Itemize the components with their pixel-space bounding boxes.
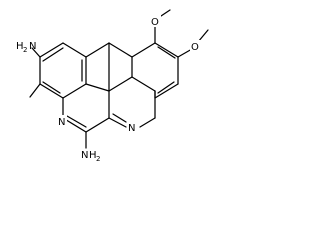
- svg-text:N: N: [58, 117, 65, 128]
- atom-nh2-left: H 2 N: [16, 41, 36, 54]
- bond-lines: [29, 9, 209, 149]
- svg-text:N: N: [29, 41, 36, 52]
- svg-text:O: O: [151, 17, 159, 28]
- svg-text:N: N: [128, 123, 135, 134]
- svg-text:2: 2: [23, 46, 27, 54]
- svg-text:N: N: [81, 150, 88, 161]
- atom-o-right: O: [190, 40, 201, 53]
- atom-nh2-bottom: N H 2: [81, 150, 100, 163]
- atom-n-left-ring: N: [56, 115, 67, 128]
- molecule-structure: H 2 N N N H 2 N O O: [16, 9, 209, 163]
- svg-text:O: O: [191, 42, 199, 53]
- svg-text:H: H: [16, 41, 24, 52]
- atom-o-upper: O: [150, 15, 161, 28]
- svg-text:2: 2: [96, 155, 100, 163]
- svg-text:H: H: [89, 150, 97, 161]
- atom-n-right-ring: N: [127, 121, 138, 134]
